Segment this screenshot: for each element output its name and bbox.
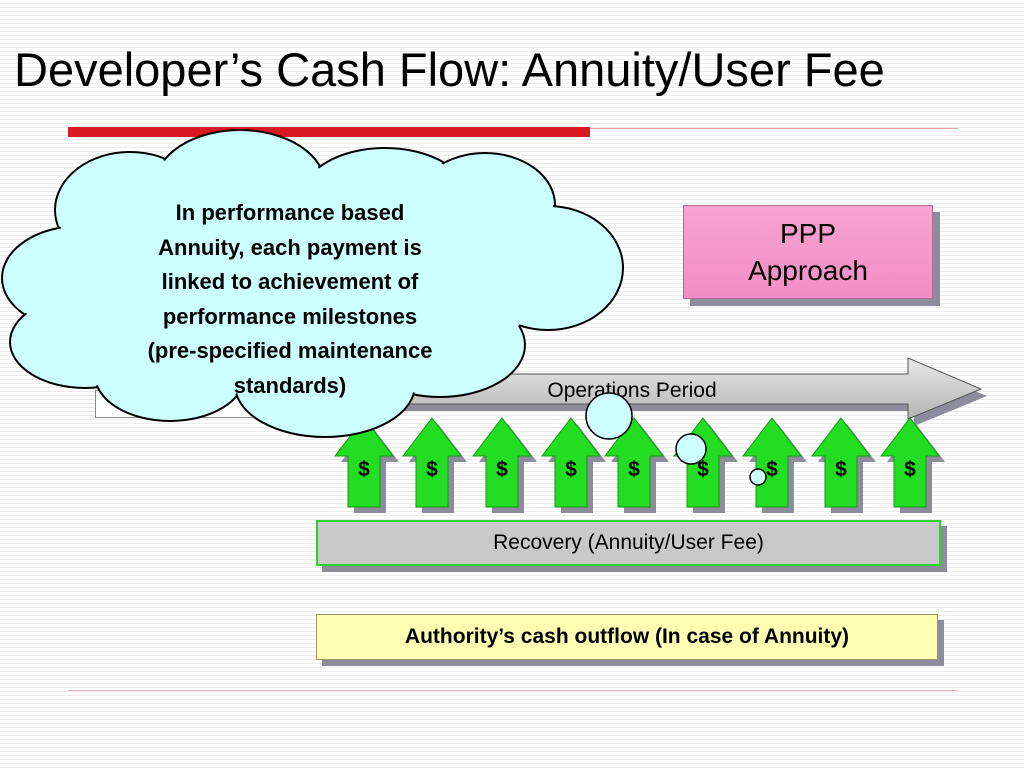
thought-bubble-small <box>749 468 767 486</box>
callout-line: Annuity, each payment is <box>158 234 422 260</box>
callout-text: In performance based Annuity, each payme… <box>95 196 485 403</box>
cash-inflow-arrow <box>810 417 872 508</box>
thought-bubble-large <box>585 392 633 440</box>
cash-arrow-dollar-label: $ <box>904 458 916 481</box>
authority-outflow-box: Authority’s cash outflow (In case of Ann… <box>316 614 938 660</box>
cash-inflow-arrows: $ $ $ $ $ $ $ $ $ <box>333 417 945 513</box>
callout-line: (pre-specified maintenance <box>147 338 433 363</box>
recovery-box: Recovery (Annuity/User Fee) <box>316 520 941 566</box>
cash-inflow-arrow <box>540 417 602 508</box>
slide-title: Developer’s Cash Flow: Annuity/User Fee <box>14 43 885 96</box>
operations-period-arrow <box>371 357 983 420</box>
cash-inflow-arrow <box>879 417 941 508</box>
cash-inflow-arrow <box>471 417 533 508</box>
callout-line: In performance based <box>175 200 405 225</box>
ppp-approach-label: PPP Approach <box>748 218 868 286</box>
callout-line: performance milestones <box>162 303 418 329</box>
authority-outflow-label: Authority’s cash outflow (In case of Ann… <box>404 625 850 648</box>
cash-arrow-dollar-label: $ <box>565 458 577 481</box>
cash-arrow-dollar-label: $ <box>628 458 640 481</box>
callout-line: linked to achievement of <box>161 269 419 294</box>
operations-period-label: Operations Period <box>547 379 716 402</box>
cash-arrow-dollar-label: $ <box>835 458 847 481</box>
ppp-approach-box: PPP Approach <box>683 205 933 299</box>
cash-inflow-arrow <box>401 417 463 508</box>
cash-inflow-arrow <box>333 417 395 508</box>
callout-cloud <box>1 129 624 438</box>
cash-arrow-dollar-label: $ <box>766 458 778 481</box>
title-underline-rule <box>590 128 958 129</box>
cash-arrow-dollar-label: $ <box>496 458 508 481</box>
footer-rule <box>68 690 958 691</box>
cash-arrow-dollar-label: $ <box>697 458 709 481</box>
cash-arrow-dollar-label: $ <box>358 458 370 481</box>
title-underline-accent <box>68 127 590 137</box>
cash-inflow-arrow <box>603 417 665 508</box>
callout-line: standards) <box>233 372 347 398</box>
recovery-label: Recovery (Annuity/User Fee) <box>493 531 764 554</box>
cash-arrow-dollar-label: $ <box>426 458 438 481</box>
thought-bubble-medium <box>675 433 707 465</box>
